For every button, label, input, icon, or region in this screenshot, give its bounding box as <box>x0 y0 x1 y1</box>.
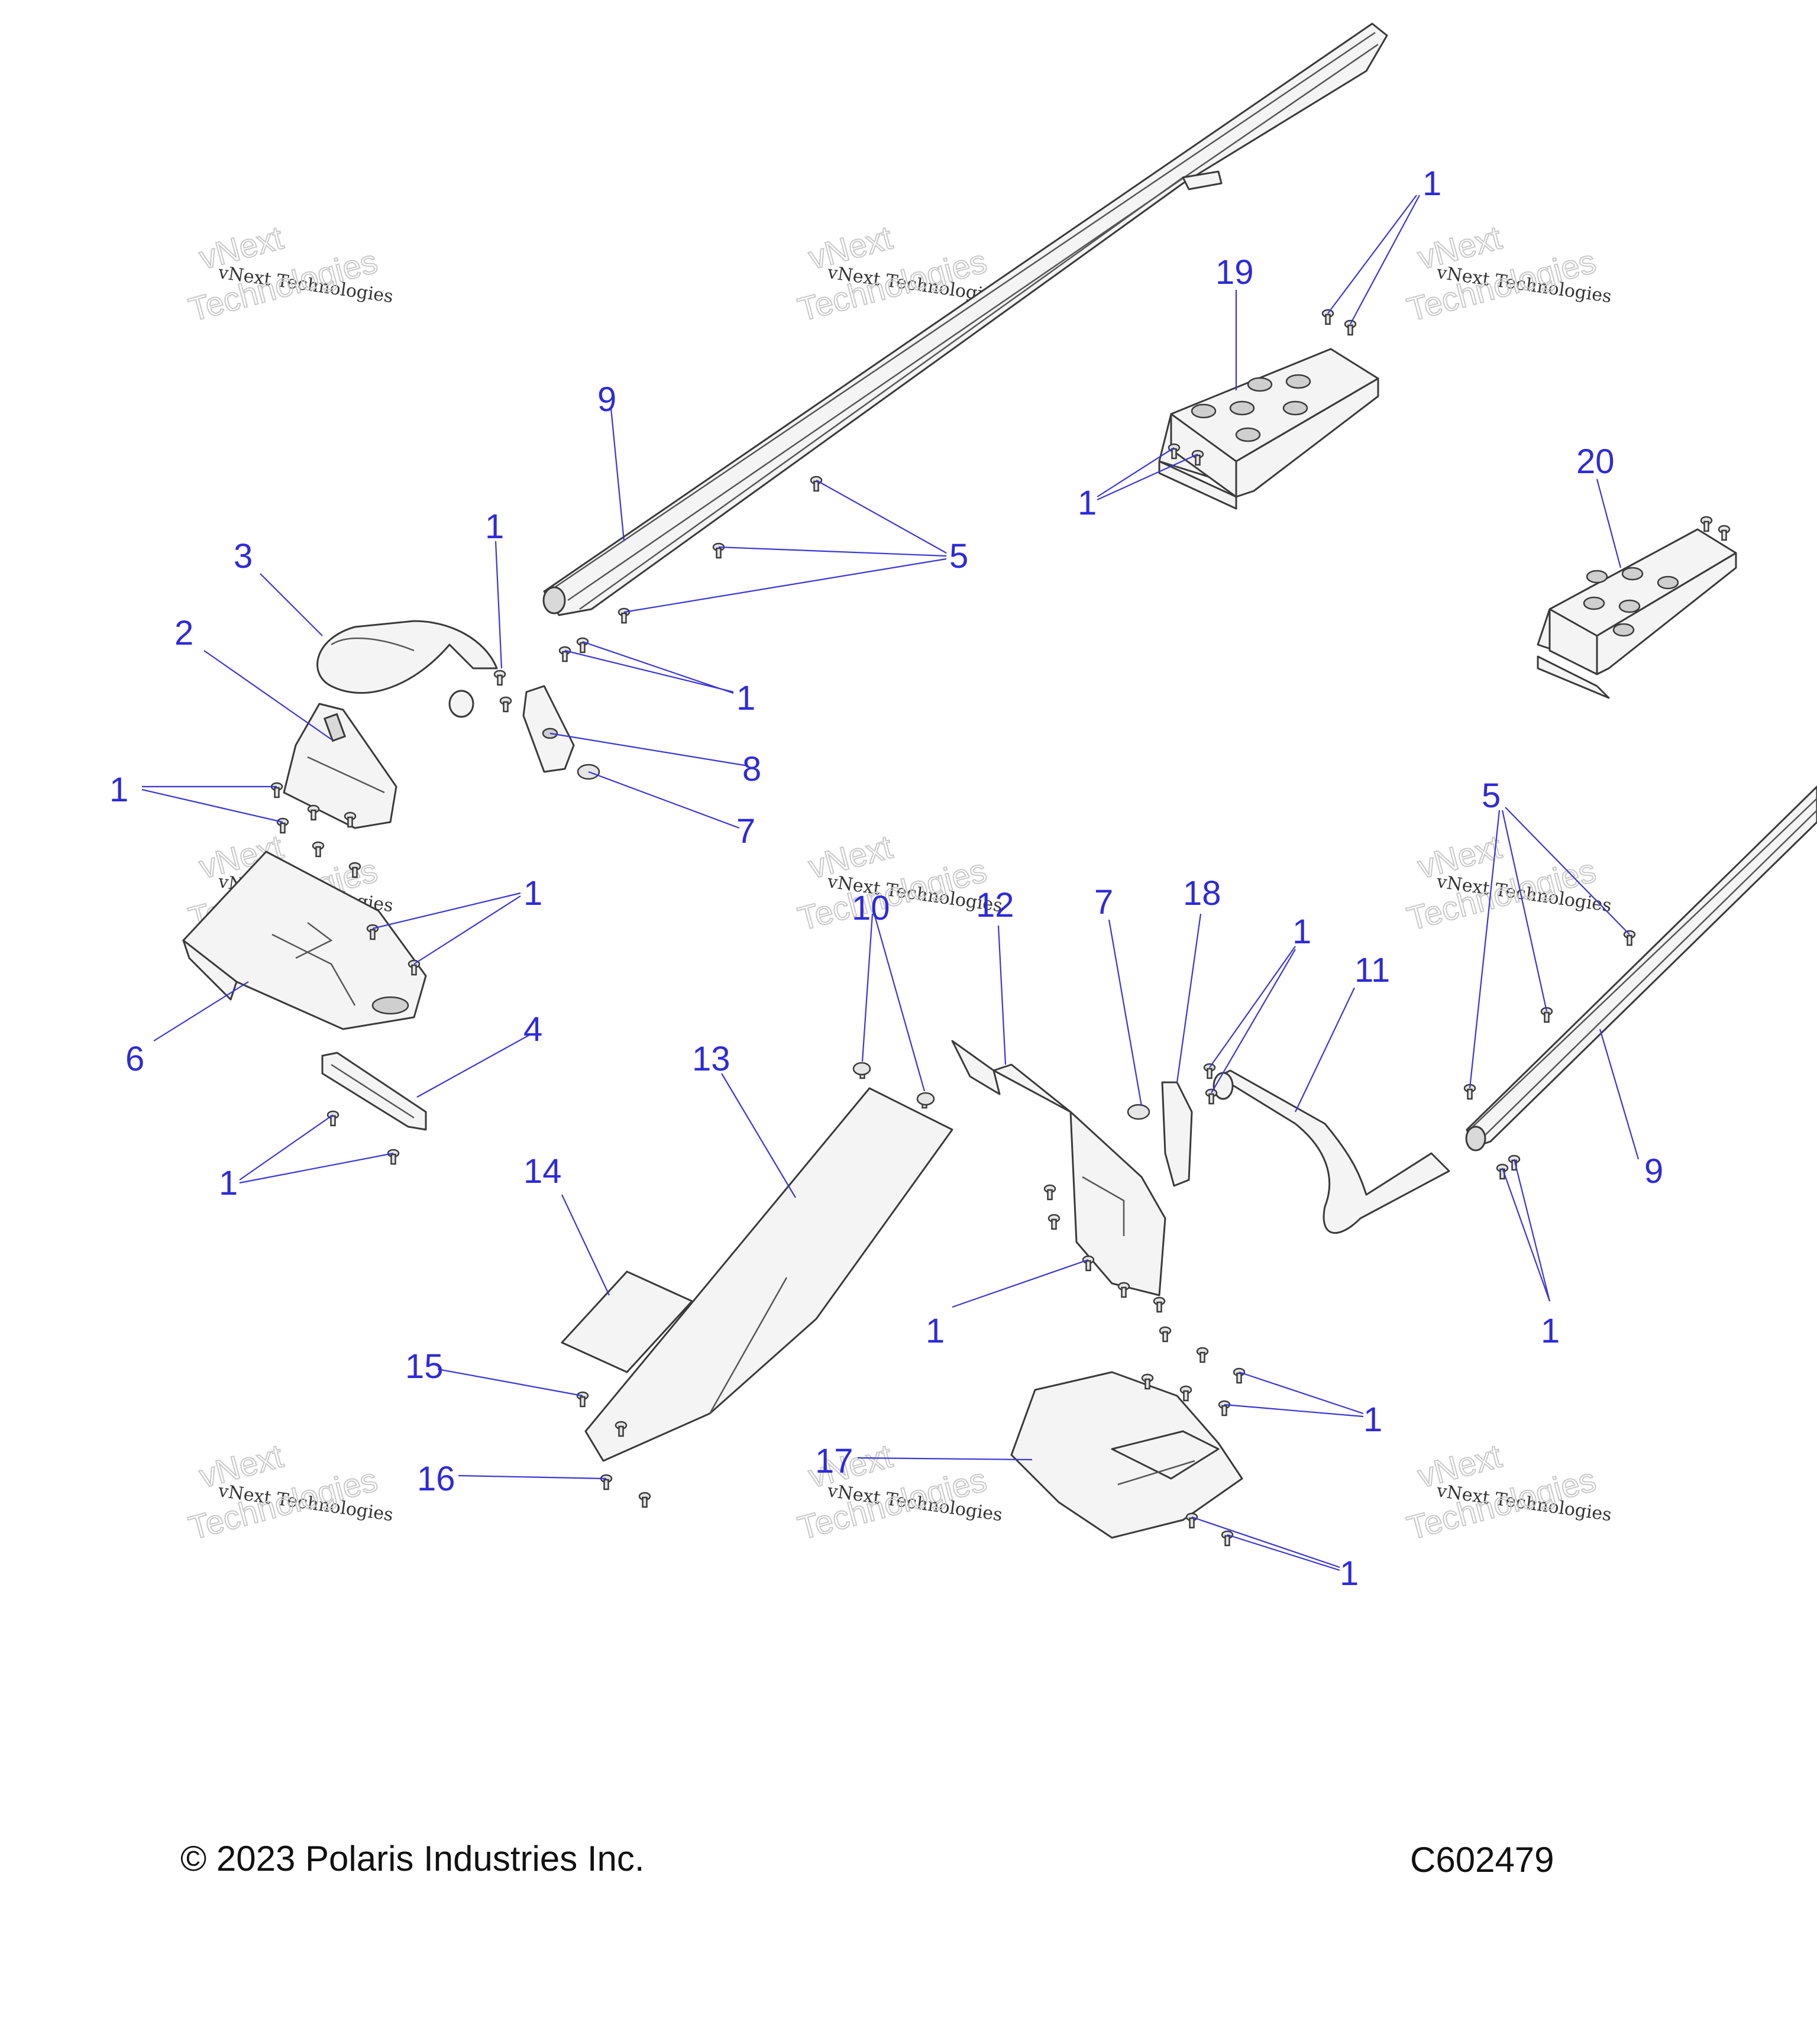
bolt <box>493 670 506 686</box>
callout-10: 10 <box>852 889 890 927</box>
callout-5: 5 <box>1482 777 1501 815</box>
bolt <box>1700 516 1713 532</box>
callout-1: 1 <box>1078 484 1097 522</box>
callout-18: 18 <box>1183 874 1221 913</box>
bolt <box>1179 1385 1192 1402</box>
bolt <box>312 841 325 858</box>
callout-11: 11 <box>1354 951 1390 989</box>
bolt <box>1233 1367 1246 1384</box>
callout-8: 8 <box>742 750 761 788</box>
bolt <box>1043 1184 1056 1201</box>
callout-4: 4 <box>523 1010 542 1049</box>
bolt <box>1196 1347 1209 1363</box>
callout-1: 1 <box>1541 1312 1560 1350</box>
callout-15: 15 <box>405 1347 444 1386</box>
part-8-plate <box>522 685 575 773</box>
callout-1: 1 <box>109 771 128 809</box>
bolt <box>558 646 571 662</box>
bolt <box>270 782 283 798</box>
bolt <box>1082 1255 1095 1272</box>
watermark-top-left: vNext vNext Technologies Technologies <box>184 218 394 329</box>
bolt-7-right <box>1127 1104 1150 1120</box>
copyright-notice: © 2023 Polaris Industries Inc. <box>180 1839 645 1878</box>
nut-10b <box>916 1092 935 1106</box>
callout-16: 16 <box>417 1460 455 1498</box>
bolt <box>600 1474 613 1490</box>
part-12-mount-bracket <box>951 1040 1166 1296</box>
bolt <box>1117 1282 1130 1298</box>
bolt <box>617 607 631 624</box>
watermark-mid-center: vNext vNext Technologies Technologies <box>793 827 1003 938</box>
callout-1: 1 <box>1292 913 1311 951</box>
bolt <box>576 637 589 654</box>
callout-1: 1 <box>219 1164 238 1202</box>
bolt <box>638 1492 651 1508</box>
watermark-bottom-right: vNext vNext Technologies Technologies <box>1402 1436 1612 1547</box>
bolt <box>1321 309 1334 325</box>
callout-1: 1 <box>926 1312 945 1350</box>
part-11-grab-bar <box>1213 1069 1450 1234</box>
bolt <box>307 804 320 821</box>
callout-14: 14 <box>523 1152 562 1191</box>
part-4-bracket <box>321 1052 427 1131</box>
callout-7: 7 <box>736 812 755 850</box>
bolt <box>1205 1088 1218 1105</box>
bolt <box>1718 525 1731 541</box>
callout-labels: 1 19 1 20 9 5 1 1 3 2 1 8 7 1 6 4 1 10 1… <box>109 164 1663 1593</box>
callout-2: 2 <box>174 614 193 652</box>
part-18-block <box>1161 1081 1193 1187</box>
bolt <box>1508 1154 1521 1171</box>
callout-20: 20 <box>1576 442 1615 481</box>
callout-7: 7 <box>1094 883 1113 921</box>
callout-6: 6 <box>125 1040 144 1078</box>
callout-12: 12 <box>976 886 1014 924</box>
part-9-rail-right <box>1465 785 1817 1152</box>
drawing-number: C602479 <box>1410 1840 1554 1880</box>
callout-5: 5 <box>949 537 968 575</box>
bolt <box>1218 1400 1231 1416</box>
bolt <box>1185 1512 1198 1529</box>
bolt <box>499 696 512 713</box>
part-2-bracket <box>283 703 397 829</box>
part-19-step-plate <box>1158 348 1379 510</box>
callout-1: 1 <box>523 874 542 913</box>
bolt <box>387 1149 400 1165</box>
bolt <box>1047 1214 1061 1230</box>
callout-9: 9 <box>597 380 616 419</box>
bolt <box>1623 930 1636 946</box>
bolt <box>1203 1063 1216 1079</box>
callout-17: 17 <box>815 1442 853 1480</box>
bolt <box>1221 1530 1234 1547</box>
part-17-housing <box>1010 1371 1243 1539</box>
bolt <box>1496 1163 1509 1180</box>
watermark-mid-right: vNext vNext Technologies Technologies <box>1402 827 1612 938</box>
part-13-long-plate <box>584 1087 953 1462</box>
bolt <box>810 476 823 492</box>
watermark-top-right: vNext vNext Technologies Technologies <box>1402 218 1612 329</box>
bolt <box>712 542 725 559</box>
part-14-decal <box>561 1270 693 1373</box>
callout-1: 1 <box>736 679 755 717</box>
part-3-grab-bar <box>316 620 498 718</box>
bolt <box>1153 1296 1166 1313</box>
bolt <box>576 1391 589 1408</box>
callout-13: 13 <box>692 1040 730 1078</box>
bolt <box>326 1110 340 1127</box>
nut-10a <box>852 1062 871 1076</box>
callout-1: 1 <box>1422 164 1441 203</box>
callout-1: 1 <box>1340 1554 1359 1593</box>
callout-1: 1 <box>485 507 504 546</box>
leader-lines <box>141 195 1640 1571</box>
part-9-rail-left <box>542 22 1388 616</box>
callout-1: 1 <box>1363 1401 1382 1439</box>
callout-3: 3 <box>234 537 253 575</box>
watermark-bottom-left: vNext vNext Technologies Technologies <box>184 1436 394 1547</box>
bolt <box>1159 1326 1172 1343</box>
part-20-step-plate <box>1537 528 1737 699</box>
callout-19: 19 <box>1215 253 1254 292</box>
callout-9: 9 <box>1644 1152 1663 1191</box>
fasteners <box>270 309 1731 1547</box>
bolt <box>1344 319 1357 336</box>
